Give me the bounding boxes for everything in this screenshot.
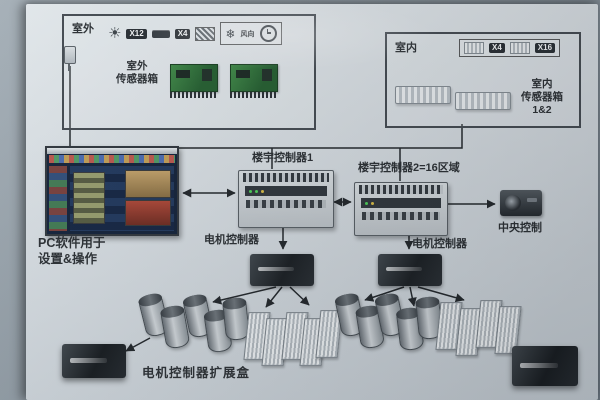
status-led [249,189,252,193]
indoor-sensor-unit [455,92,511,110]
controller-display [245,186,327,196]
outdoor-sensor-board [170,64,218,92]
wall-sensor [64,46,76,71]
pc-panel-green [73,172,105,224]
pc-titlebar [47,148,177,154]
outdoor-title: 室外 [72,23,94,35]
pc-software-screenshot [45,146,179,236]
status-led [261,189,264,193]
indoor-sensor-unit [395,86,451,104]
motor-controller-left-label: 电机控制器 [204,234,259,246]
indoor-count-badge-2: X16 [534,43,556,53]
expansion-box-left [62,344,126,378]
terminal-strip [362,212,440,220]
sun-icon: ☀ [108,25,122,42]
board-pins [170,92,216,98]
louver-icon [195,26,216,41]
sensor-bar-icon [151,29,170,38]
terminal-strip [359,185,443,194]
clock-icon [259,25,277,42]
pc-software-label: PC软件用于 设置&操作 [38,236,106,266]
motor-controller-right-box [378,254,442,286]
outdoor-sensor-box-label: 室外 传感器箱 [116,60,158,86]
indoor-section-box: 室内 X4 X16 室内 传感器箱 1&2 [385,32,581,128]
expansion-box-right [512,346,578,386]
controller1-label: 楼宇控制器1 [252,152,314,164]
status-led [255,189,258,193]
status-led [365,201,368,205]
sun-count-badge: X12 [126,28,147,39]
pc-toolbar [49,155,175,163]
indoor-sensor-mini-icon [509,42,530,54]
outdoor-sensor-board [230,64,278,92]
indoor-title: 室内 [395,42,417,54]
motor-controller-right-label: 电机控制器 [412,238,467,250]
controller-display [361,198,441,208]
building-controller-1-device [238,170,334,228]
indoor-icon-strip: X4 X16 [459,39,561,57]
terminal-strip [243,173,329,182]
outdoor-section-box: 室外 ☀ X12 X4 ❄ 风向 室外 传感器箱 [62,14,316,130]
board-pins [230,92,276,98]
wind-direction-label: 风向 [240,30,255,38]
indoor-count-badge-1: X4 [489,43,505,53]
weather-icon-group: ❄ 风向 [220,22,282,45]
status-led [371,201,374,205]
pc-panel-red [125,200,171,226]
indoor-sensor-mini-icon [464,42,484,54]
controller2-label: 楼宇控制器2=16区域 [358,162,460,174]
snowflake-icon: ❄ [225,26,236,41]
pc-sidebar [49,166,67,231]
outdoor-icon-strip: ☀ X12 X4 ❄ 风向 [108,22,282,45]
indoor-sensor-box-label: 室内 传感器箱 1&2 [521,78,563,117]
central-control-device [500,190,542,216]
sensor-count-badge: X4 [174,28,191,39]
motor-controller-left-box [250,254,314,286]
terminal-strip [246,200,326,208]
pc-panel-tan [125,170,171,198]
expansion-box-label: 电机控制器扩展盒 [142,366,251,380]
central-control-label: 中央控制 [498,222,542,234]
building-controller-2-device [354,182,448,236]
